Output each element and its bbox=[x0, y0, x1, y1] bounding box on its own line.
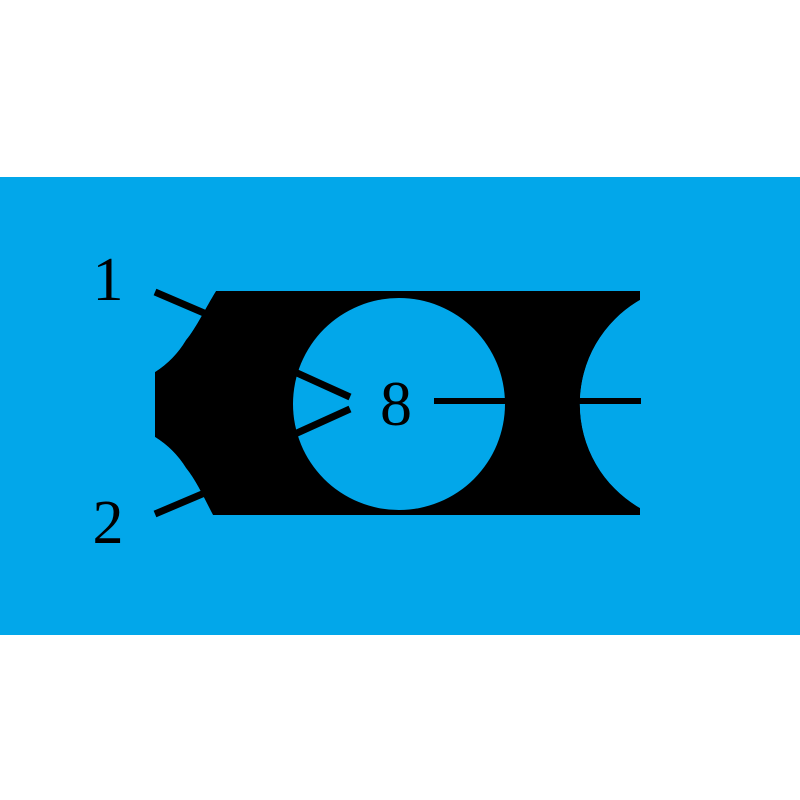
leader-lines bbox=[153, 288, 641, 518]
leader-line-8-lower bbox=[284, 405, 352, 442]
leader-line-8-upper bbox=[284, 364, 352, 401]
leader-line-2 bbox=[153, 485, 216, 518]
callout-label-8: 8 bbox=[380, 368, 412, 439]
black-bearing-profile bbox=[155, 291, 640, 515]
callout-label-2: 2 bbox=[93, 489, 124, 557]
leader-line-1 bbox=[153, 288, 220, 323]
callout-label-1: 1 bbox=[93, 246, 124, 314]
